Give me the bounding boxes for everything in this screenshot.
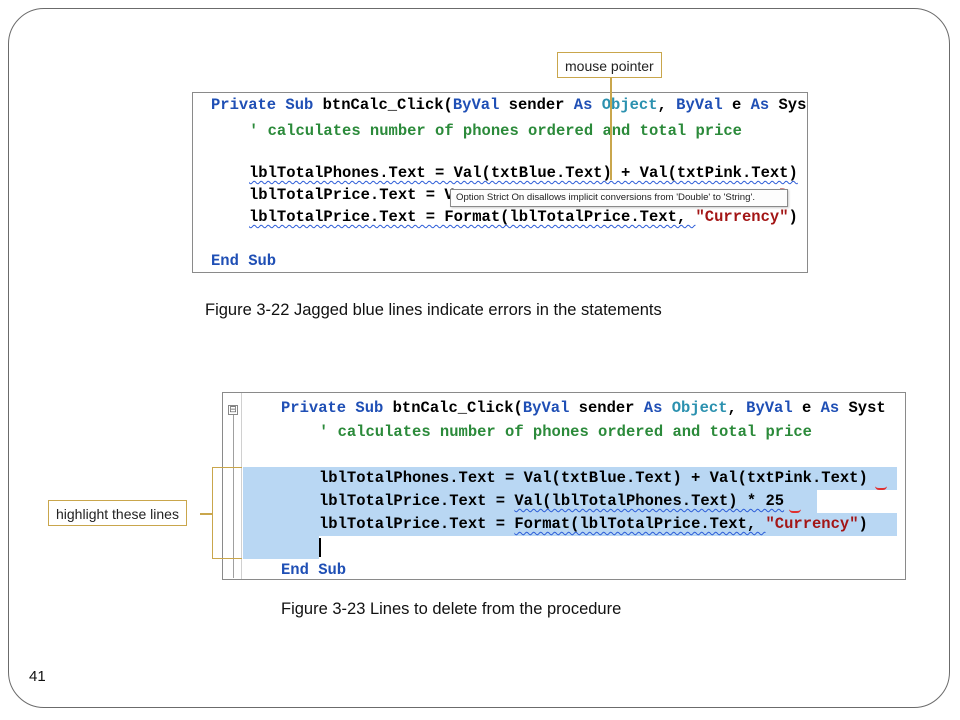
selection-highlight-3 xyxy=(243,513,897,536)
code-line-total-phones: lblTotalPhones.Text = Val(txtBlue.Text) … xyxy=(249,164,798,182)
code-line-format-price[interactable]: lblTotalPrice.Text = Format(lblTotalPric… xyxy=(319,515,868,533)
code-line-sub-declaration: Private Sub btnCalc_Click(ByVal sender A… xyxy=(211,96,807,114)
collapse-toggle-icon[interactable]: ⊟ xyxy=(228,405,238,415)
error-marker-2 xyxy=(789,507,801,513)
error-tooltip: Option Strict On disallows implicit conv… xyxy=(450,189,788,207)
editor-gutter xyxy=(241,393,242,579)
callout-connector-line xyxy=(200,513,212,515)
figure-3-23-caption: Figure 3-23 Lines to delete from the pro… xyxy=(281,600,622,618)
error-marker-1 xyxy=(875,484,887,490)
code-line-format-price: lblTotalPrice.Text = Format(lblTotalPric… xyxy=(249,208,798,226)
callout-pointer-line xyxy=(610,78,612,180)
code-line-total-phones[interactable]: lblTotalPhones.Text = Val(txtBlue.Text) … xyxy=(319,469,868,487)
code-line-sub-declaration: Private Sub btnCalc_Click(ByVal sender A… xyxy=(281,399,886,417)
code-line-comment: ' calculates number of phones ordered an… xyxy=(319,423,812,441)
highlight-bracket xyxy=(212,467,242,559)
mouse-pointer-callout: mouse pointer xyxy=(557,52,662,78)
code-editor-figure-3-22: Private Sub btnCalc_Click(ByVal sender A… xyxy=(192,92,808,273)
selection-highlight-1 xyxy=(243,467,897,490)
code-editor-figure-3-23: ⊟ Private Sub btnCalc_Click(ByVal sender… xyxy=(222,392,906,580)
code-line-total-price: lblTotalPrice.Text = V xyxy=(249,186,454,204)
highlight-lines-callout: highlight these lines xyxy=(48,500,187,526)
code-line-comment: ' calculates number of phones ordered an… xyxy=(249,122,742,140)
text-cursor xyxy=(319,538,321,557)
code-line-end-sub: End Sub xyxy=(281,561,347,579)
outline-line xyxy=(233,413,234,578)
selection-highlight-2 xyxy=(243,490,817,513)
slide-frame xyxy=(8,8,950,708)
selection-highlight-4 xyxy=(243,536,319,559)
figure-3-22-caption: Figure 3-22 Jagged blue lines indicate e… xyxy=(205,301,662,319)
code-line-total-price[interactable]: lblTotalPrice.Text = Val(lblTotalPhones.… xyxy=(319,492,785,510)
code-line-end-sub: End Sub xyxy=(211,252,277,270)
page-number: 41 xyxy=(29,668,46,685)
